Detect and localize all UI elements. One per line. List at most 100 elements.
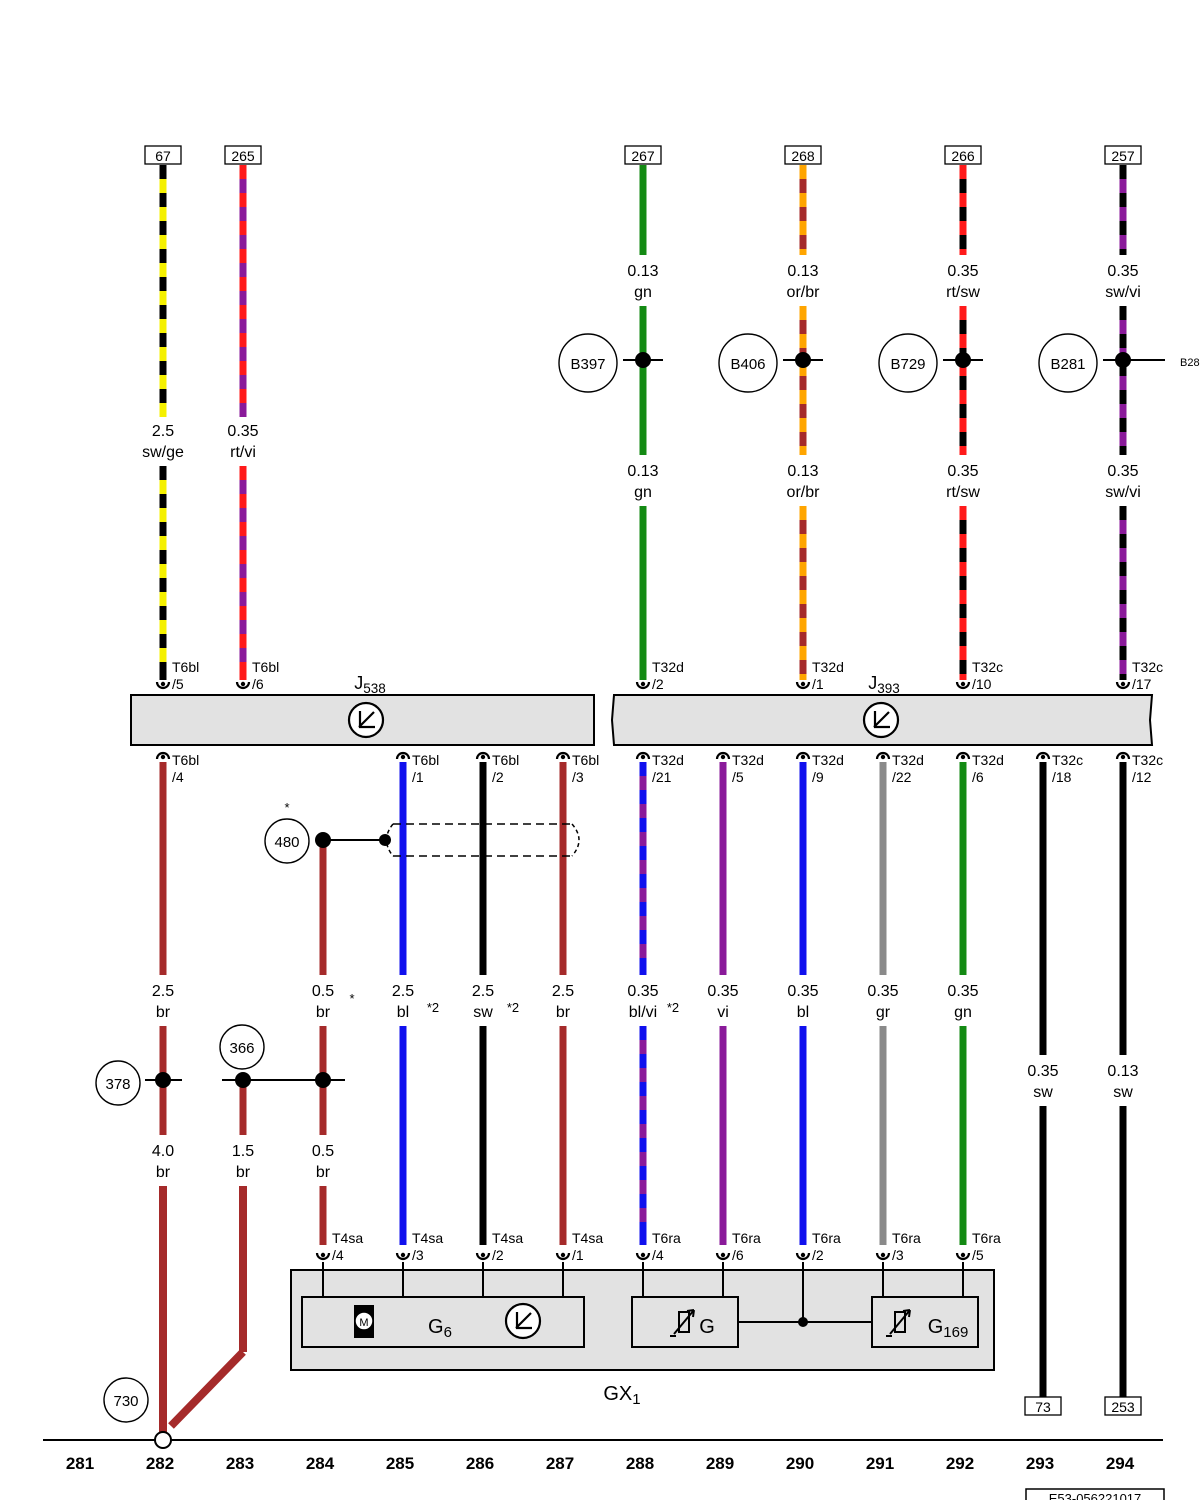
control-unit-icon-glyph — [515, 1312, 532, 1330]
terminal-connector — [955, 681, 971, 690]
label-j538: J538 — [354, 673, 386, 696]
node-730 — [103, 1377, 149, 1423]
terminal-dot — [480, 1252, 486, 1258]
node-number: B281 — [1050, 356, 1085, 373]
sensor-icon — [670, 1309, 695, 1337]
terminal-dot — [240, 681, 246, 687]
reference-number: 266 — [951, 148, 975, 164]
terminal-pin: /5 — [732, 769, 744, 785]
node-number: 378 — [105, 1076, 130, 1093]
reference-number: 67 — [155, 148, 171, 164]
terminal-pin: /6 — [252, 676, 264, 692]
junction-dot — [379, 834, 391, 846]
terminal-hook — [1115, 751, 1131, 760]
component-g169 — [871, 1296, 979, 1348]
splice-node — [558, 333, 618, 393]
wire-size: 0.35 — [707, 983, 738, 1000]
terminal-name: T32c — [1052, 752, 1083, 768]
terminal-name: T6ra — [892, 1230, 921, 1246]
track-number: 283 — [226, 1454, 254, 1473]
terminal-hook — [555, 751, 571, 760]
terminal-connector — [155, 681, 171, 690]
terminal-connector — [555, 751, 571, 760]
reference-box — [784, 145, 822, 165]
terminal-dot — [960, 681, 966, 687]
wire-size: 0.13 — [787, 263, 818, 280]
terminal-pin: /4 — [332, 1247, 344, 1263]
wire-color-code: bl — [797, 1004, 809, 1021]
footnote-mark: *2 — [507, 1000, 519, 1015]
wire-size: 0.13 — [787, 463, 818, 480]
terminal-hook — [795, 1252, 811, 1261]
terminal-dot — [800, 754, 806, 760]
wire-size: 0.35 — [1107, 263, 1138, 280]
terminal-pin: /3 — [572, 769, 584, 785]
terminal-pin: /5 — [972, 1247, 984, 1263]
wire-color-code: or/br — [787, 484, 821, 501]
terminal-name: T32c — [972, 659, 1003, 675]
sensor-icon — [886, 1309, 911, 1337]
component-code: G — [928, 1316, 944, 1338]
component-code: G — [699, 1316, 715, 1338]
terminal-dot — [560, 1252, 566, 1258]
wire-color-code: rt/sw — [946, 284, 980, 301]
terminal-name: T4sa — [572, 1230, 603, 1246]
motor-icon-label: M — [359, 1317, 368, 1329]
terminal-hook — [1115, 681, 1131, 690]
terminal-name: T32d — [812, 752, 844, 768]
track-number: 288 — [626, 1454, 654, 1473]
track-number: 281 — [66, 1454, 94, 1473]
track-number: 291 — [866, 1454, 894, 1473]
component-index: 169 — [943, 1324, 968, 1341]
node-number: B406 — [730, 356, 765, 373]
reference-number: 268 — [791, 148, 815, 164]
terminal-pin: /4 — [652, 1247, 664, 1263]
wire-size: 0.5 — [312, 1143, 334, 1160]
splice-node — [878, 333, 938, 393]
wire-color-code: or/br — [787, 284, 821, 301]
terminal-connector — [635, 681, 651, 690]
wire-size: 0.35 — [1107, 463, 1138, 480]
terminal-name: T32d — [652, 752, 684, 768]
terminal-dot — [960, 1252, 966, 1258]
node-480 — [264, 818, 310, 864]
reference-box — [1104, 1396, 1142, 1416]
control-unit-icon — [347, 701, 385, 739]
splice-node — [718, 333, 778, 393]
wire-color-code: br — [556, 1004, 571, 1021]
terminal-pin: /2 — [652, 676, 664, 692]
junction-dot — [235, 1072, 251, 1088]
wire-size: 0.5 — [312, 983, 334, 1000]
component-index: 393 — [877, 681, 900, 696]
wire-size: 0.35 — [947, 983, 978, 1000]
terminal-connector — [475, 1252, 491, 1261]
terminal-dot — [400, 754, 406, 760]
terminal-connector — [395, 1252, 411, 1261]
wire-size: 4.0 — [152, 1143, 174, 1160]
terminal-name: T6bl — [492, 752, 519, 768]
document-id: E53-056221017 — [1049, 1491, 1142, 1500]
junction-dot — [1115, 352, 1131, 368]
reference-box — [944, 145, 982, 165]
terminal-name: T32c — [1132, 659, 1163, 675]
wire-size: 2.5 — [472, 983, 494, 1000]
ground-point — [154, 1431, 172, 1449]
track-number: 287 — [546, 1454, 574, 1473]
node-number: B397 — [570, 356, 605, 373]
sensor-icon-arrow — [670, 1309, 695, 1337]
wire-color-code: rt/sw — [946, 484, 980, 501]
terminal-dot — [160, 681, 166, 687]
terminal-dot — [800, 1252, 806, 1258]
junction-dot — [155, 1072, 171, 1088]
junction-dot — [798, 1317, 808, 1327]
wire-color-code: gn — [634, 484, 652, 501]
terminal-hook — [235, 681, 251, 690]
terminal-pin: /1 — [572, 1247, 584, 1263]
terminal-dot — [960, 754, 966, 760]
terminal-name: T6bl — [412, 752, 439, 768]
terminal-hook — [795, 751, 811, 760]
wire-size: 2.5 — [152, 423, 174, 440]
junction-dot — [955, 352, 971, 368]
track-number: 292 — [946, 1454, 974, 1473]
terminal-connector — [155, 751, 171, 760]
